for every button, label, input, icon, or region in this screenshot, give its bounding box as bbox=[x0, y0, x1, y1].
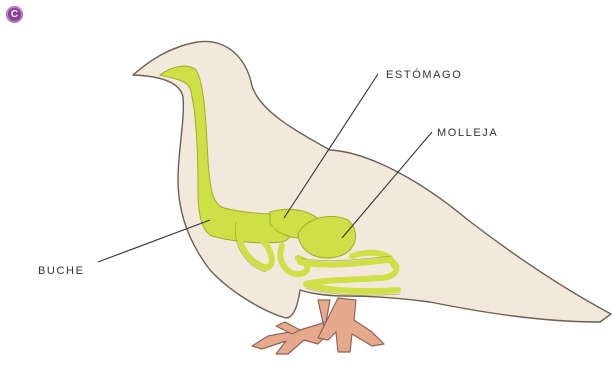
label-buche: BUCHE bbox=[38, 265, 85, 277]
label-molleja: MOLLEJA bbox=[437, 127, 498, 139]
panel-badge: C bbox=[6, 6, 23, 23]
label-estomago: ESTÓMAGO bbox=[386, 68, 462, 81]
